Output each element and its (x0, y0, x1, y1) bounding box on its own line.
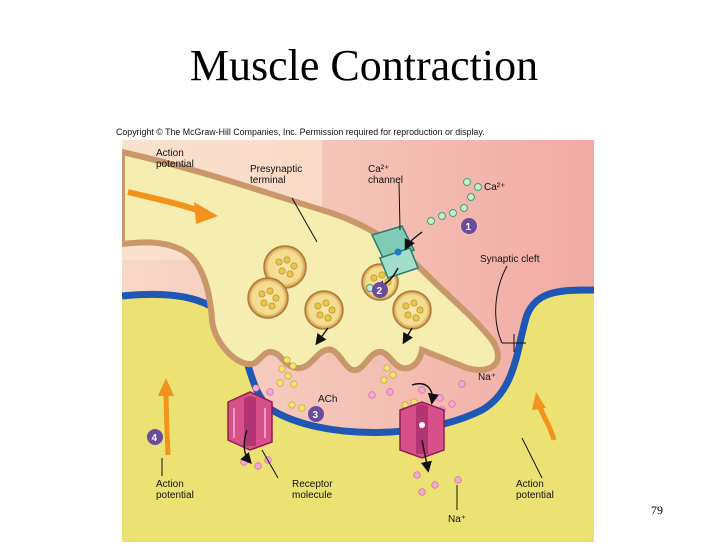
label-action-potential-left-2: potential (156, 490, 194, 501)
receptor-molecule-left (227, 391, 273, 451)
label-action-potential-top: Action (156, 148, 184, 159)
synaptic-cleft-bracket (495, 265, 526, 352)
label-na-right: Na⁺ (478, 372, 496, 383)
label-na-bottom: Na⁺ (448, 514, 466, 525)
label-presynaptic-terminal: Presynaptic (250, 164, 302, 175)
action-potential-arrows (127, 189, 557, 456)
label-synaptic-cleft: Synaptic cleft (480, 254, 540, 265)
label-ca-ion: Ca²⁺ (484, 182, 505, 193)
svg-text:4: 4 (152, 433, 158, 444)
copyright-notice: Copyright © The McGraw-Hill Companies, I… (116, 127, 485, 138)
step-marker-3 (308, 406, 324, 422)
receptor-molecule-right (399, 401, 445, 459)
neuromuscular-junction-diagram: 1 2 3 4 Action potential Presynaptic ter… (122, 140, 594, 542)
label-ach: ACh (318, 394, 337, 405)
label-ca-channel-2: channel (368, 175, 403, 186)
label-presynaptic-terminal-2: terminal (250, 175, 286, 186)
step-marker-1 (461, 218, 477, 234)
label-receptor-molecule-2: molecule (292, 490, 332, 501)
label-action-potential-top-2: potential (156, 159, 194, 170)
slide-title: Muscle Contraction (189, 41, 539, 90)
label-action-potential-right-2: potential (516, 490, 554, 501)
page-number: 79 (651, 503, 663, 517)
svg-text:3: 3 (313, 410, 319, 421)
presynaptic-pointer (291, 197, 318, 243)
step-marker-2 (372, 282, 388, 298)
svg-text:1: 1 (466, 222, 472, 233)
ach-molecules (276, 356, 418, 412)
svg-text:2: 2 (377, 286, 383, 297)
label-action-potential-left: Action (156, 479, 184, 490)
vesicle-arrows (315, 327, 414, 346)
receptor-pointer (261, 449, 279, 479)
ca-channel-pointer (398, 181, 401, 231)
label-action-potential-right: Action (516, 479, 544, 490)
step-markers: 1 2 3 4 (147, 218, 477, 445)
action-right-pointer (521, 437, 543, 479)
label-ca-channel: Ca²⁺ (368, 164, 389, 175)
receptor-arrows (240, 383, 439, 473)
ca-entry-arrow (404, 231, 423, 251)
calcium-ions (366, 178, 482, 292)
label-receptor-molecule: Receptor (292, 479, 333, 490)
step-marker-4 (147, 429, 163, 445)
